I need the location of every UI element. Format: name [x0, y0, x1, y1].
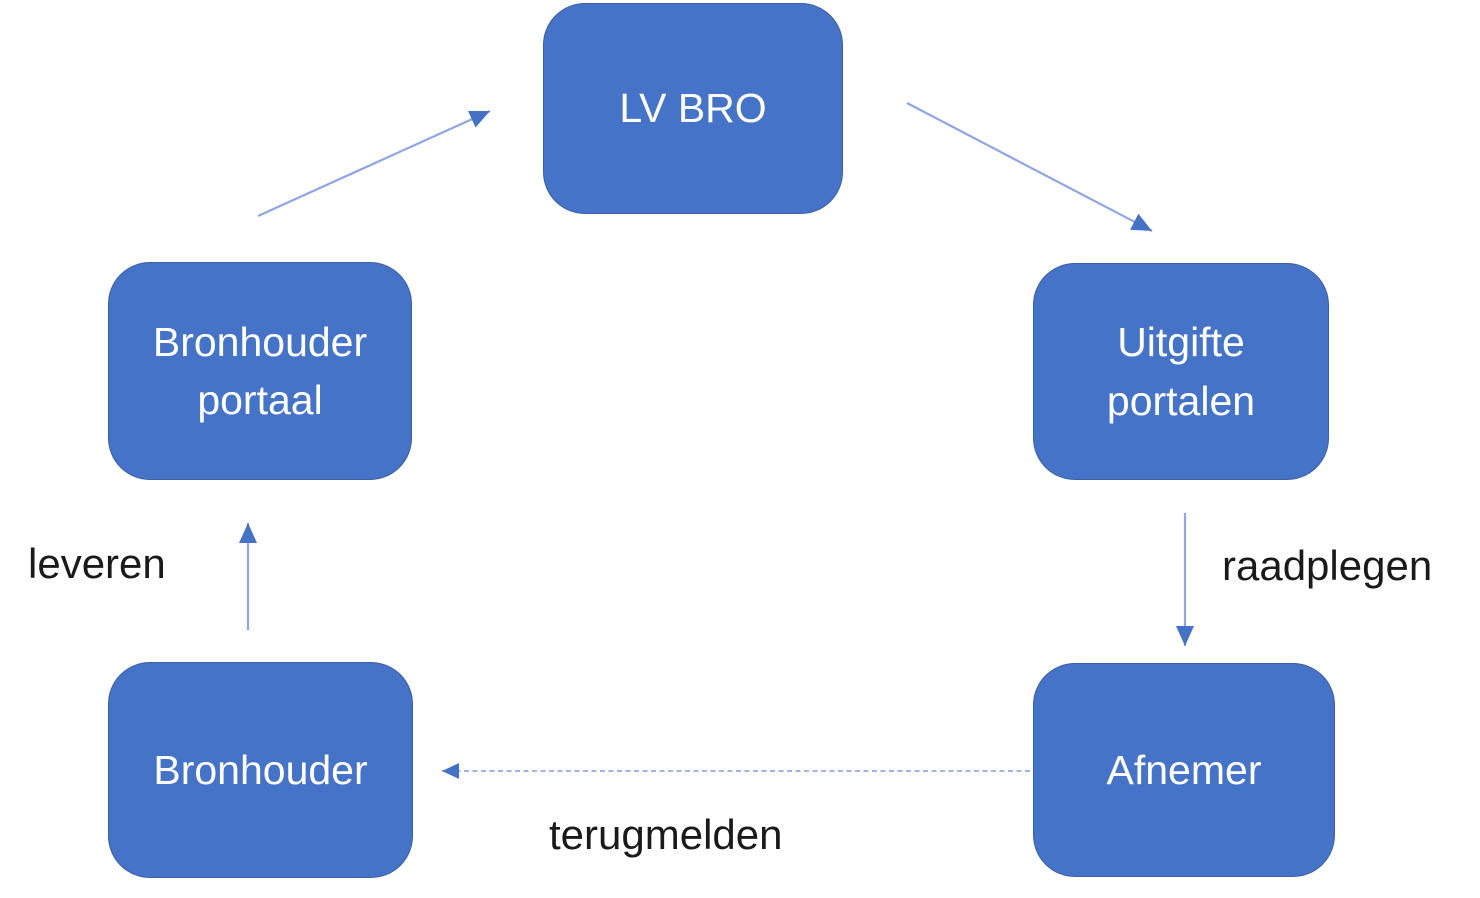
edge-label-leveren: leveren	[28, 540, 166, 587]
node-lv-bro: LV BRO	[543, 3, 843, 214]
node-afnemer-label: Afnemer	[1106, 746, 1262, 793]
node-uitgifte-portalen: Uitgifte portalen	[1033, 263, 1329, 480]
node-uitgifte-portalen-label: Uitgifte portalen	[1106, 319, 1256, 424]
node-bronhouder-label: Bronhouder	[153, 746, 368, 793]
edge-label-raadplegen: raadplegen	[1222, 542, 1433, 589]
edge-label-terugmelden: terugmelden	[549, 811, 783, 858]
node-bronhouder-portaal: Bronhouder portaal	[108, 262, 412, 480]
arrow-lv-bro-to-uitgifte-portalen	[906, 102, 1153, 232]
node-bronhouder: Bronhouder	[108, 662, 413, 878]
node-bronhouder-portaal-label: Bronhouder portaal	[152, 318, 368, 423]
node-lv-bro-label: LV BRO	[619, 85, 767, 132]
node-afnemer: Afnemer	[1033, 663, 1335, 877]
arrow-bronhouder-portaal-to-lv-bro	[257, 109, 491, 218]
